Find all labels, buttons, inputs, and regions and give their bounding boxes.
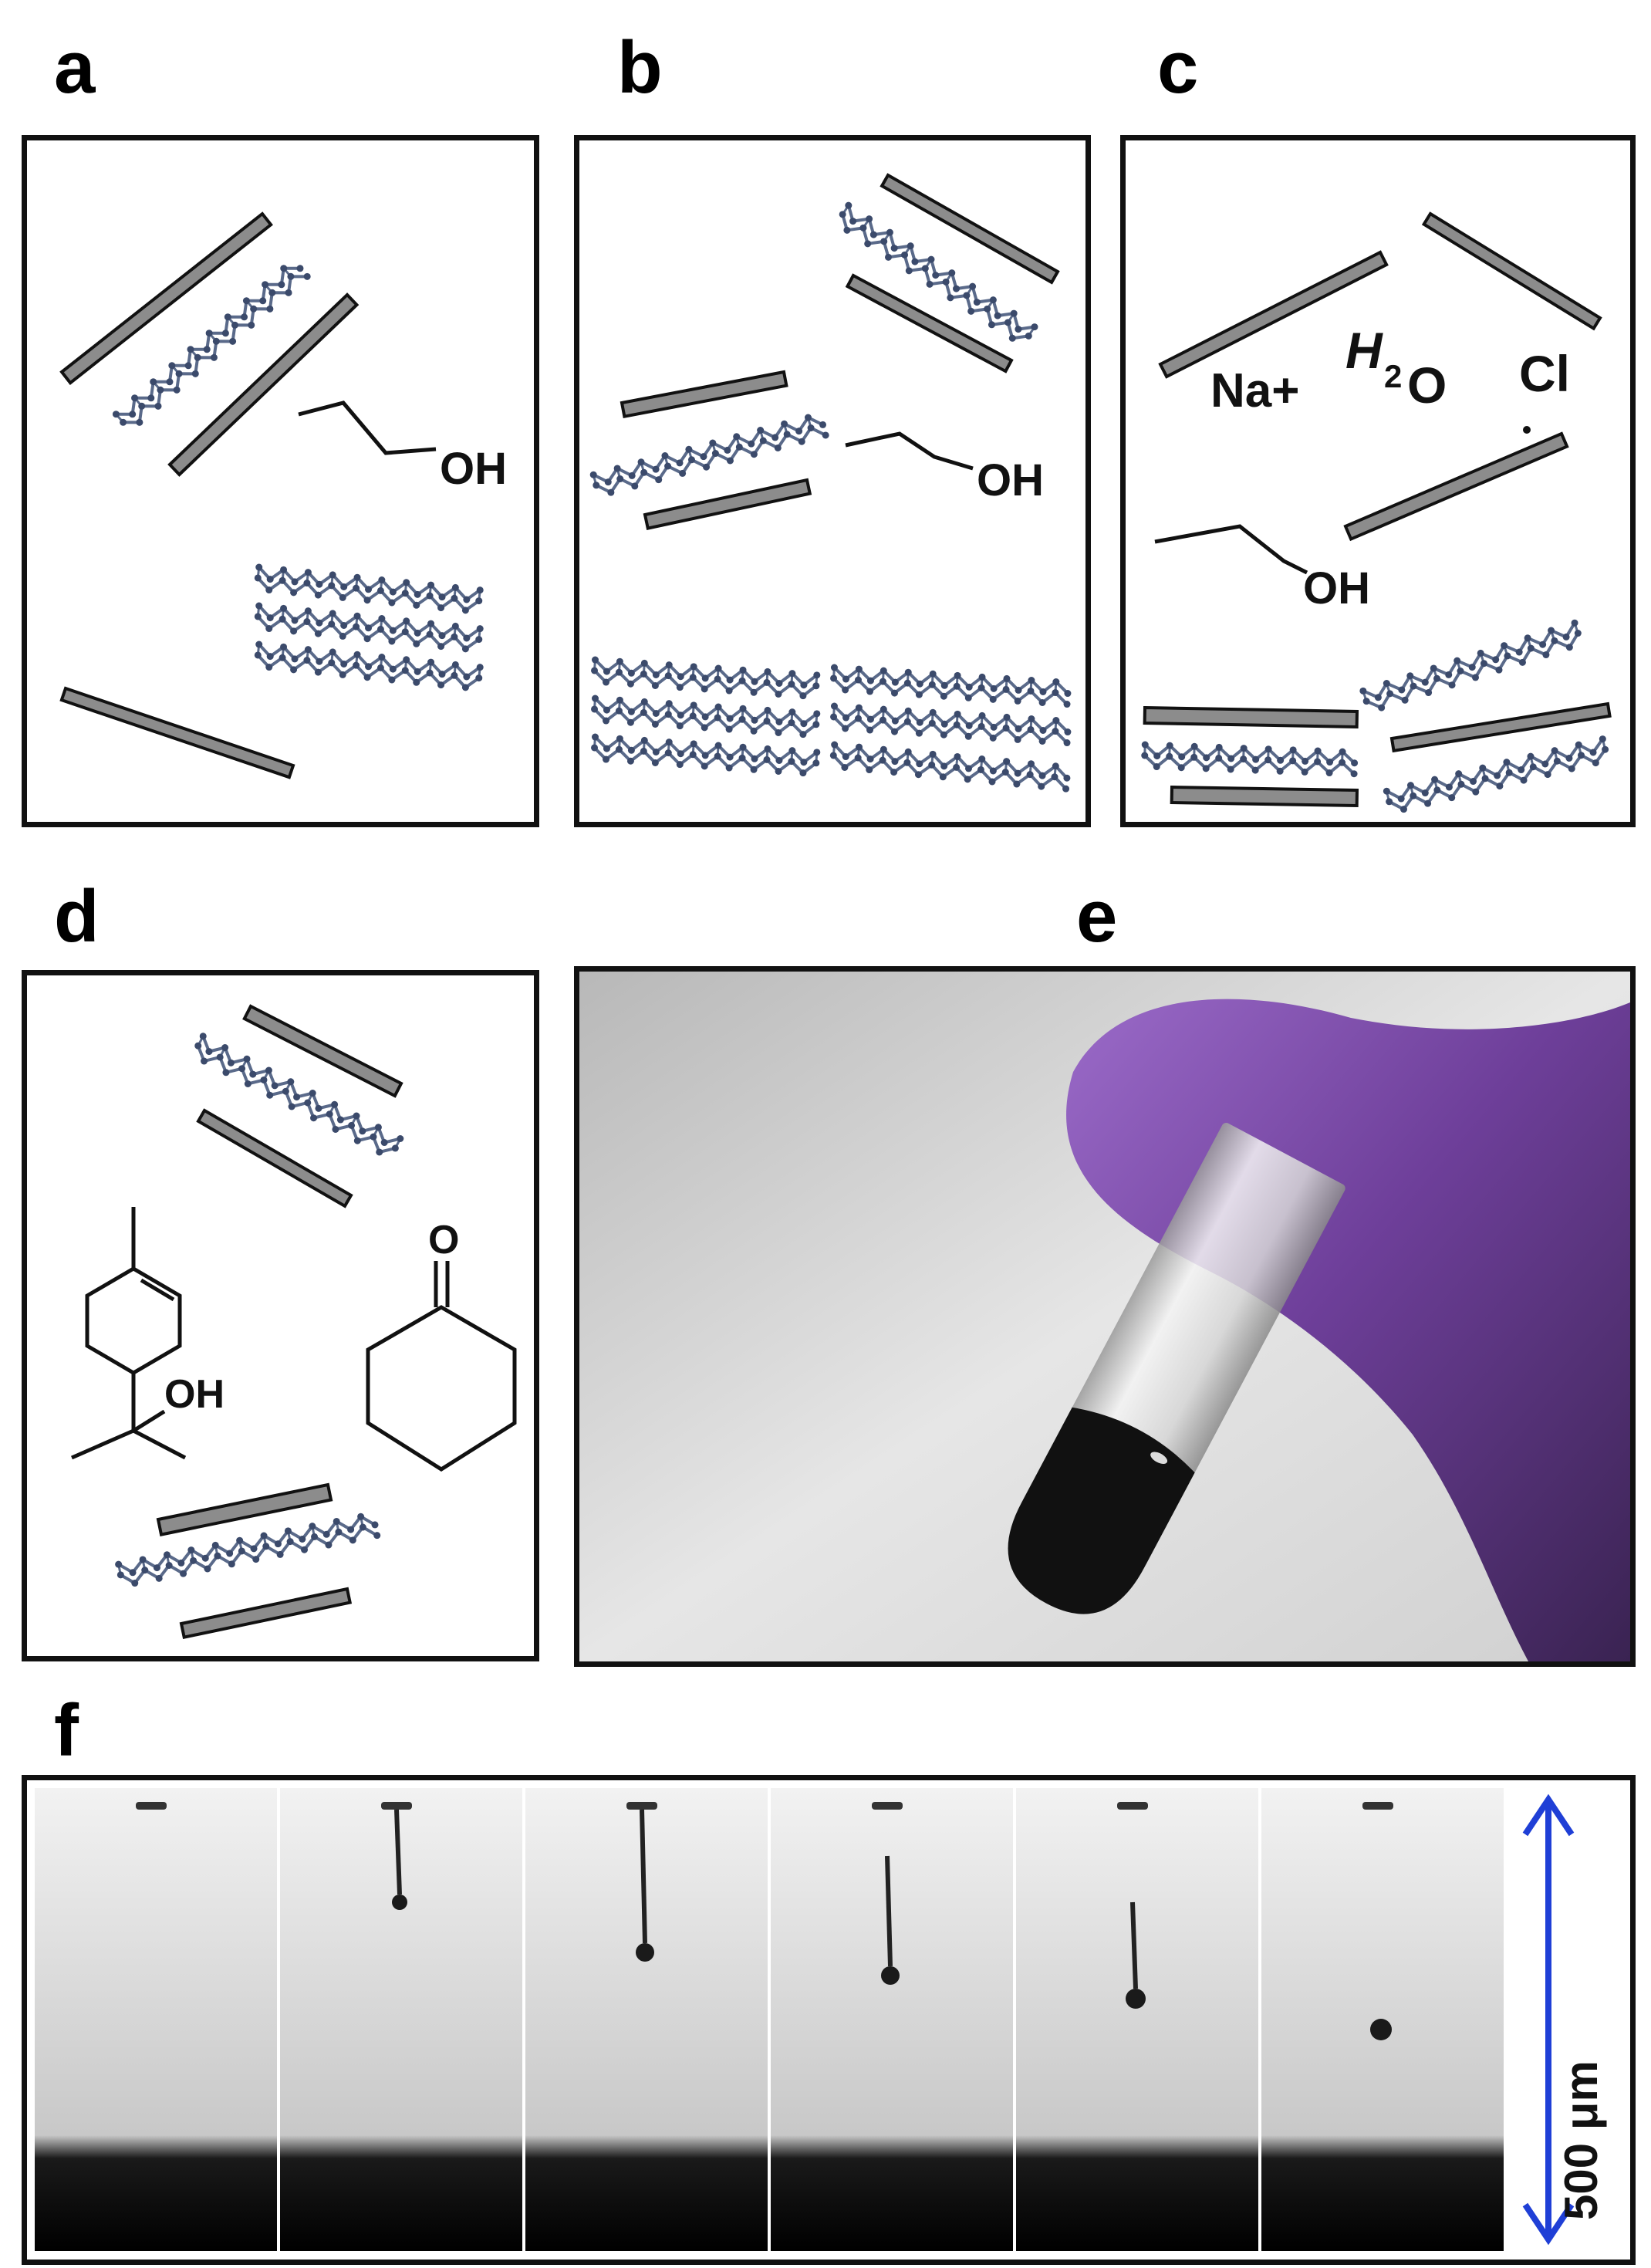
panel-d: OH O <box>22 970 539 1661</box>
hydroxyl-label: OH <box>1303 563 1370 613</box>
droplet <box>881 1966 900 1985</box>
terpineol-structure <box>70 1207 187 1460</box>
graphene-layer <box>591 656 821 700</box>
clay-sheet <box>1158 250 1389 379</box>
panel-b: OH <box>574 135 1091 827</box>
panel-label-f: f <box>54 1689 79 1772</box>
panel-c: Na+ H 2 O Cl OH <box>1120 135 1636 827</box>
clay-sheet <box>167 292 360 477</box>
graphene-layer <box>112 265 311 426</box>
droplet-frame <box>1261 1788 1504 2251</box>
scale-arrow-top <box>1522 1793 1575 1837</box>
panel-d-drawing: OH O <box>70 1004 517 1639</box>
panel-a: OH <box>22 135 539 827</box>
ethanol-bonds <box>298 401 437 455</box>
graphene-layer <box>1383 735 1609 813</box>
droplet-frames: 500 μm <box>35 1788 1607 2251</box>
droplet <box>636 1943 654 1962</box>
graphene-layer <box>194 1033 404 1156</box>
clay-sheet <box>643 478 812 530</box>
clay-sheet <box>620 370 788 419</box>
droplet-frame <box>280 1788 522 2251</box>
terpineol-hydroxyl-label: OH <box>164 1372 225 1417</box>
ketone-oxygen-label: O <box>428 1218 459 1262</box>
graphene-layer <box>829 741 1071 793</box>
cyclohexanone-structure <box>366 1261 517 1472</box>
graphene-layer <box>839 201 1038 342</box>
panel-label-c: c <box>1157 26 1199 109</box>
droplet-frame <box>525 1788 768 2251</box>
clay-sheet <box>196 1108 353 1208</box>
droplet-neck <box>394 1809 402 1895</box>
droplet-neck <box>885 1855 893 1967</box>
clay-sheet <box>179 1587 353 1639</box>
graphene-layer <box>1359 619 1582 711</box>
graphene-layer <box>589 414 829 496</box>
chloride-label: Cl <box>1519 345 1570 402</box>
clay-sheet <box>880 173 1060 285</box>
clay-sheet <box>1143 705 1359 729</box>
graphene-layer <box>830 664 1072 708</box>
ethanol-bonds <box>845 431 974 471</box>
panel-label-a: a <box>54 26 96 109</box>
water-o-label: O <box>1407 357 1447 414</box>
droplet <box>1370 2019 1392 2040</box>
clay-sheet <box>1343 431 1569 542</box>
panel-label-d: d <box>54 875 100 958</box>
droplet-neck <box>1130 1901 1138 1989</box>
water-subscript-label: 2 <box>1384 358 1402 394</box>
scale-arrow-bottom <box>1522 2202 1575 2246</box>
clay-sheet <box>59 686 295 779</box>
scale-bar: 500 μm <box>1522 1793 1607 2246</box>
meniscus-highlight <box>1150 1452 1168 1464</box>
droplet-frame <box>771 1788 1013 2251</box>
clay-sheet <box>242 1004 403 1098</box>
panel-c-drawing: Na+ H 2 O Cl OH <box>1141 211 1612 813</box>
water-h-label: H <box>1345 322 1383 379</box>
hydroxyl-label: OH <box>440 444 507 494</box>
clay-sheet <box>1389 701 1612 753</box>
graphene-layer <box>254 641 484 691</box>
graphene-layer <box>830 702 1072 747</box>
vial-photo <box>579 972 1630 1661</box>
clay-sheet <box>59 211 273 385</box>
panel-b-drawing: OH <box>589 173 1072 793</box>
panel-a-drawing: OH <box>59 211 507 779</box>
panel-f-sequence: 500 μm <box>22 1775 1636 2265</box>
panel-label-b: b <box>617 26 663 109</box>
droplet-frame <box>35 1788 277 2251</box>
clay-sheet <box>1170 785 1359 808</box>
clay-sheet <box>1421 211 1602 331</box>
graphene-layer <box>254 563 484 614</box>
panel-label-e: e <box>1076 875 1118 958</box>
droplet <box>1126 1989 1146 2009</box>
clay-sheet <box>845 273 1014 373</box>
graphene-layer <box>1141 741 1359 778</box>
droplet-neck <box>640 1809 647 1944</box>
droplet-frame <box>1016 1788 1258 2251</box>
clay-sheet <box>156 1482 333 1536</box>
dispersion-liquid <box>1008 1407 1195 1614</box>
graphene-layer <box>254 602 484 653</box>
droplet <box>392 1895 407 1910</box>
chloride-charge-dot <box>1523 426 1531 434</box>
hydroxyl-label: OH <box>977 455 1044 505</box>
graphene-layer <box>591 733 821 777</box>
panel-e-photo <box>574 966 1636 1667</box>
graphene-layer <box>115 1513 381 1587</box>
graphene-layer <box>591 695 821 739</box>
sodium-ion-label: Na+ <box>1210 364 1299 417</box>
ethanol-bonds <box>1154 524 1308 575</box>
vial <box>1008 1123 1345 1614</box>
scale-bar-label: 500 μm <box>1555 2060 1607 2220</box>
